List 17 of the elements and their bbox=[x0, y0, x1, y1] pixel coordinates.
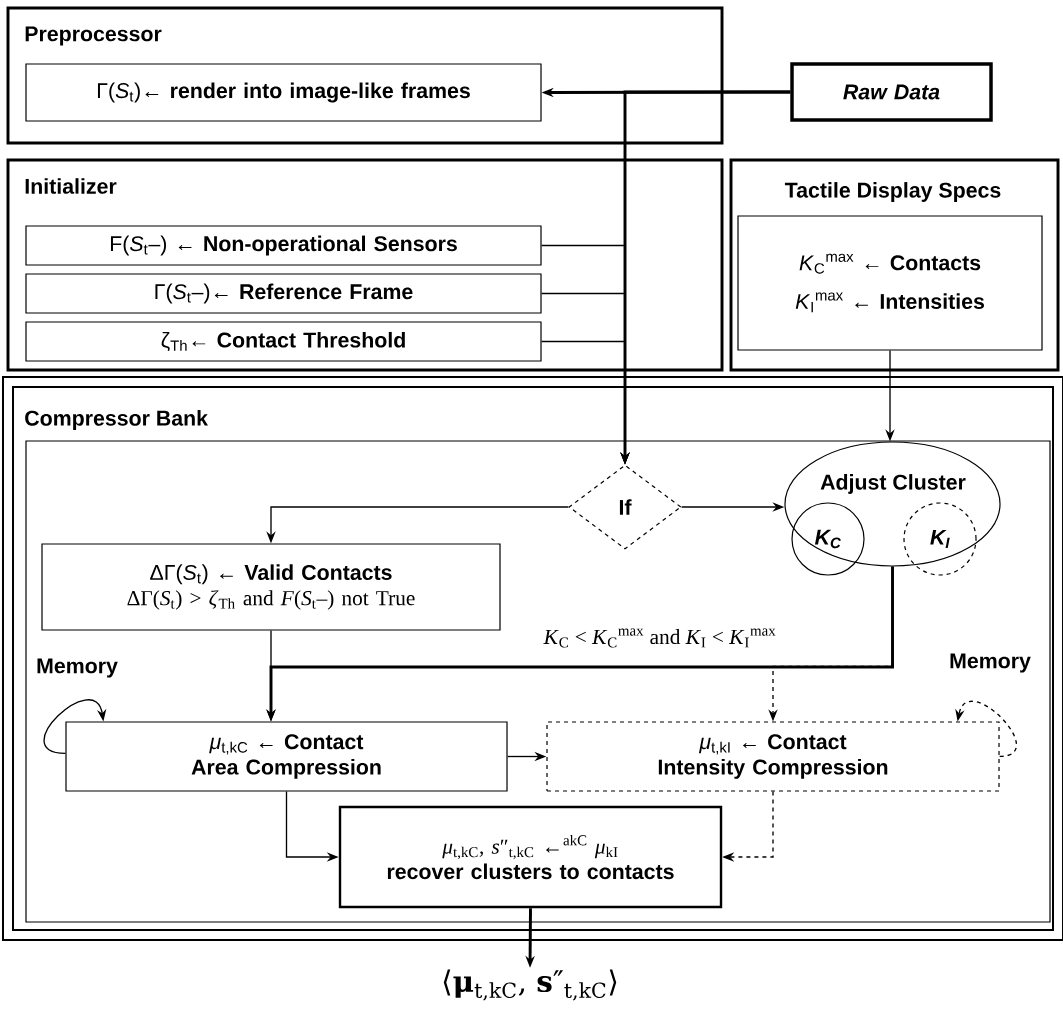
process-box: μ$_{t,kI}$ ← Contact Intensity Compression bbox=[546, 721, 1000, 792]
process-box: Γ(S$_{t}$)← render into image-like frames bbox=[25, 63, 542, 122]
process-box: K$_{C}$$^{max}$ ← Contacts K$_{I}$$^{max}$ ← Intensities bbox=[737, 215, 1043, 351]
process-box: ΔΓ(S$_{t}$) ← Valid Contacts ΔΓ(S$_{t}$) > ζ$_{Th}$ and F(S$_{t}$–) not True bbox=[41, 543, 501, 631]
edge-label: Memory bbox=[33, 655, 121, 681]
process-box: Raw Data bbox=[790, 62, 993, 122]
edge-label: K$_{C}$ < K$_{C}$$^{max}$ and K$_{I}$ < K$_{I}$max bbox=[541, 625, 780, 651]
arrow bbox=[955, 701, 1018, 758]
process-box: ζ$_{Th}$← Contact Threshold bbox=[25, 321, 542, 362]
output-formula: ⟨μ$_{t,kC}$, s″$_{t,kC}$⟩ bbox=[443, 969, 617, 1001]
process-box: μ$_{t,kC}$, s″$_{t,kC}$ ←$^{akC}$ μ$_{kI}$ recover clusters to contacts bbox=[338, 805, 723, 909]
process-box bbox=[25, 440, 1051, 923]
process-box: μ$_{t,kC}$ ← Contact Area Compression bbox=[65, 721, 508, 792]
edge-label: Memory bbox=[946, 650, 1034, 676]
arrow bbox=[43, 699, 107, 755]
process-box: Γ(S$_{t}$–)← Reference Frame bbox=[25, 273, 542, 314]
process-box: F(S$_{t}$–) ← Non-operational Sensors bbox=[25, 225, 542, 266]
